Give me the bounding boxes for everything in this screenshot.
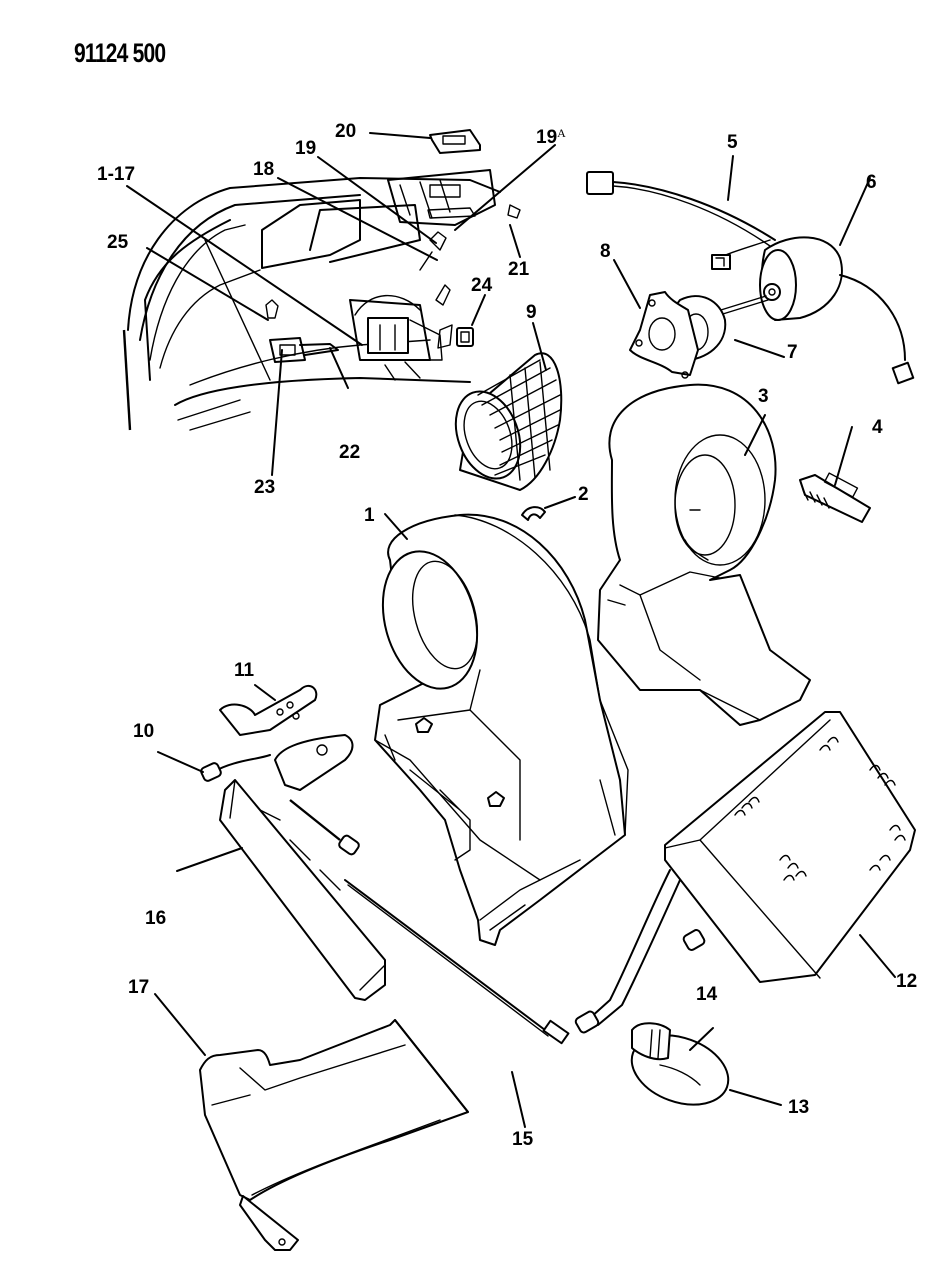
callout-23: 23 xyxy=(254,477,276,498)
valve-assembly-shape xyxy=(200,684,570,1045)
hose-shape xyxy=(630,1022,730,1106)
blower-cover-shape xyxy=(597,383,811,726)
callout-19a-suffix: A xyxy=(557,126,566,140)
callout-5: 5 xyxy=(727,132,738,153)
callout-17: 17 xyxy=(128,977,150,998)
callout-7: 7 xyxy=(787,342,798,363)
callout-12: 12 xyxy=(896,971,918,992)
leader-lines xyxy=(126,132,896,1128)
air-duct-shape xyxy=(199,1019,469,1251)
callout-8: 8 xyxy=(600,241,611,262)
callout-11: 11 xyxy=(234,660,255,681)
callout-19a-number: 19 xyxy=(536,127,558,148)
callout-24: 24 xyxy=(471,275,493,296)
callout-19: 19 xyxy=(295,138,317,159)
callout-13: 13 xyxy=(788,1097,810,1118)
callout-25: 25 xyxy=(107,232,129,253)
callout-18: 18 xyxy=(253,159,275,180)
callout-15: 15 xyxy=(512,1129,534,1150)
blower-housing-shape xyxy=(374,513,629,946)
callout-16: 16 xyxy=(145,908,167,929)
callout-14: 14 xyxy=(696,984,718,1005)
document-id: 91124 500 xyxy=(74,38,166,68)
clip-shape xyxy=(521,506,546,521)
callout-10: 10 xyxy=(133,721,155,742)
callout-19a: 19A xyxy=(536,127,566,147)
callout-3: 3 xyxy=(758,386,769,407)
callout-2: 2 xyxy=(578,484,589,505)
callout-6: 6 xyxy=(866,172,877,193)
blower-wheel-shape xyxy=(454,352,563,491)
callout-20: 20 xyxy=(335,121,357,142)
callout-4: 4 xyxy=(872,417,883,438)
callout-1-17: 1-17 xyxy=(97,164,136,185)
callout-9: 9 xyxy=(526,302,537,323)
part-20-shape xyxy=(429,129,481,154)
resistor-shape xyxy=(799,472,871,523)
vehicle-overview xyxy=(122,169,521,431)
blower-motor-shape xyxy=(586,171,915,385)
callout-21: 21 xyxy=(508,259,530,280)
callout-1: 1 xyxy=(364,505,375,526)
heater-core-shape xyxy=(574,711,916,1034)
callout-22: 22 xyxy=(339,442,361,463)
